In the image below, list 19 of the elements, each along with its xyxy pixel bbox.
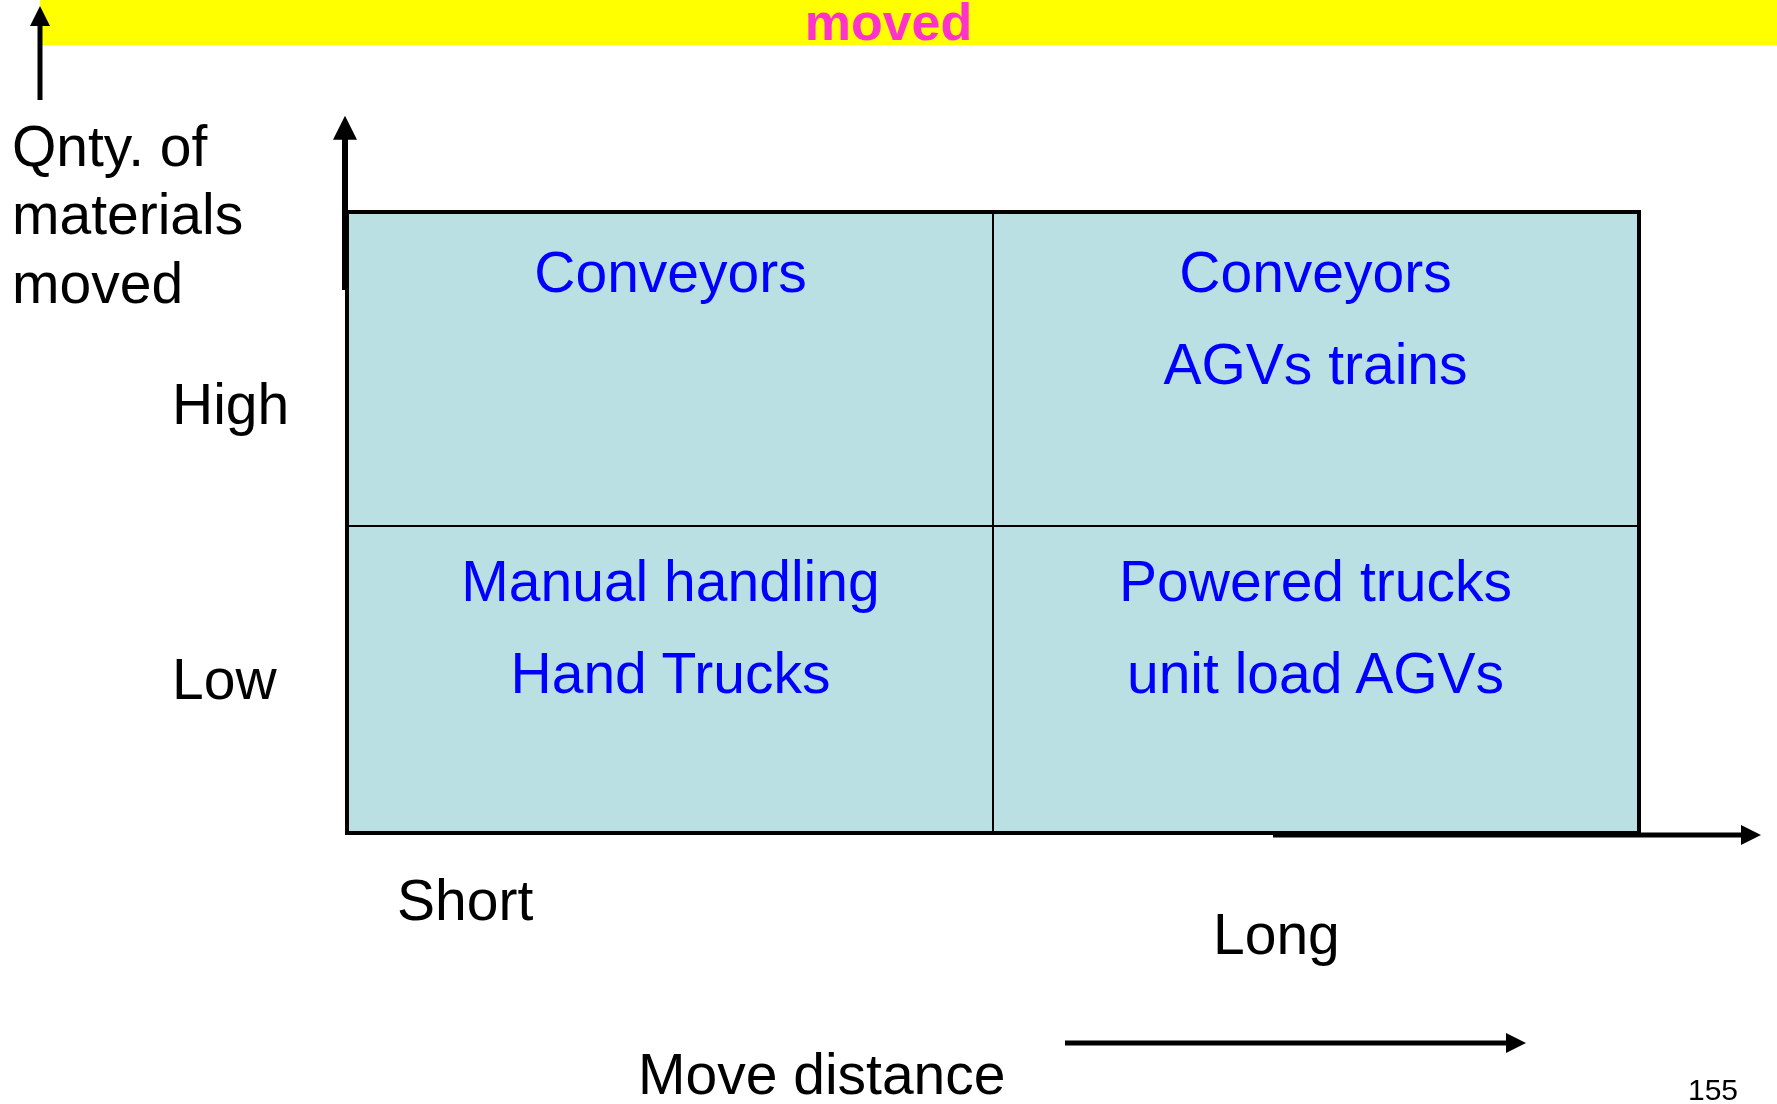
cell-text: unit load AGVs bbox=[1126, 640, 1505, 707]
page-number: 155 bbox=[1688, 1072, 1740, 1104]
axis-label: Short bbox=[397, 867, 535, 934]
axis-label: Move distance bbox=[638, 1041, 1007, 1104]
axis-label: Qnty. of materials moved bbox=[12, 113, 245, 317]
cell-text: Manual handling bbox=[461, 548, 880, 615]
cell-text: Conveyors bbox=[534, 239, 807, 306]
cell-text: Hand Trucks bbox=[510, 640, 831, 707]
title: moved bbox=[804, 0, 973, 51]
matrix-cell bbox=[993, 526, 1641, 835]
matrix-cell bbox=[993, 210, 1641, 526]
matrix-cell bbox=[345, 526, 993, 835]
axis-label: Low bbox=[172, 646, 278, 713]
axis-label: High bbox=[172, 371, 291, 438]
matrix-cell bbox=[345, 210, 993, 526]
cell-text: Powered trucks bbox=[1119, 548, 1512, 615]
cell-text: Conveyors bbox=[1179, 239, 1452, 306]
cell-text: AGVs trains bbox=[1163, 331, 1468, 398]
axis-label: Long bbox=[1213, 901, 1341, 968]
